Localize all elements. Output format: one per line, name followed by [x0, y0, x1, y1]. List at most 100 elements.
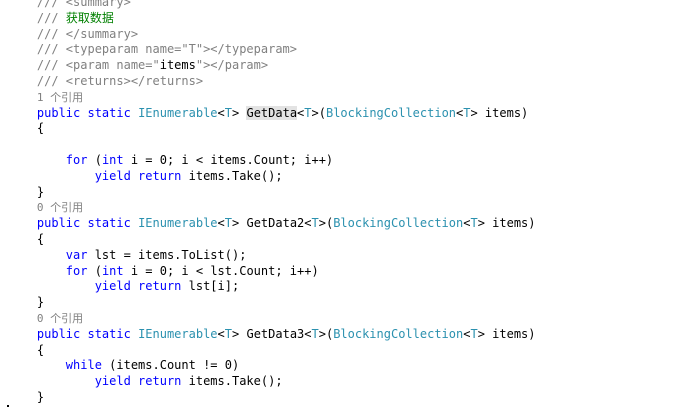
code-token: public static: [36, 216, 139, 231]
code-token: {: [8, 342, 45, 357]
code-line[interactable]: public static IEnumerable<T> GetData2<T>…: [0, 215, 673, 231]
code-line[interactable]: /// <typeparam name="T"></typeparam>: [0, 41, 673, 57]
code-token: ///: [36, 10, 66, 25]
code-token: }: [8, 295, 45, 310]
code-token: "></param>: [195, 58, 269, 73]
code-line[interactable]: /// </summary>: [0, 26, 673, 42]
code-token: items: [159, 58, 196, 73]
code-line[interactable]: public static IEnumerable<T> GetData3<T>…: [0, 326, 673, 342]
code-line[interactable]: /// <summary>: [0, 0, 673, 10]
code-token: > GetData2<: [232, 216, 312, 231]
code-token: items.Take();: [181, 168, 283, 183]
code-token: <: [217, 326, 225, 341]
code-line[interactable]: 1 个引用: [0, 89, 673, 105]
code-token: T: [224, 216, 233, 231]
code-line[interactable]: }: [0, 389, 673, 405]
codelens-reference-count[interactable]: 1 个引用: [36, 90, 84, 104]
code-line[interactable]: while (items.Count != 0): [0, 357, 673, 373]
code-line[interactable]: /// <param name="items"></param>: [0, 57, 673, 73]
code-token: [8, 42, 37, 56]
codelens-reference-count[interactable]: 0 个引用: [36, 312, 84, 325]
code-token: yield return: [94, 374, 182, 389]
code-token: BlockingCollection: [333, 216, 464, 231]
code-token: [8, 0, 37, 9]
code-line[interactable]: {: [0, 120, 673, 136]
code-token: <: [456, 105, 464, 120]
code-token: [8, 200, 37, 214]
code-line[interactable]: for (int i = 0; i < items.Count; i++): [0, 152, 673, 168]
code-token: T: [311, 326, 319, 341]
code-token: [8, 27, 37, 41]
code-token: T: [470, 216, 478, 231]
code-token: }: [8, 390, 45, 404]
code-token: /// <typeparam name="T"></typeparam>: [36, 42, 297, 57]
code-token: 获取数据: [65, 10, 114, 25]
code-token: >(: [318, 326, 334, 341]
code-token: /// <param name=": [36, 58, 160, 73]
code-token: [8, 90, 37, 104]
code-token: GetData: [246, 105, 298, 120]
code-token: var: [65, 247, 88, 262]
code-token: <: [463, 326, 471, 341]
code-line[interactable]: }: [0, 294, 673, 310]
code-token: T: [311, 216, 319, 231]
code-token: BlockingCollection: [325, 105, 457, 120]
code-token: >(: [311, 105, 326, 120]
code-token: [8, 169, 95, 183]
code-line[interactable]: }: [0, 184, 673, 200]
code-token: IEnumerable: [138, 216, 218, 231]
code-token: int: [101, 153, 124, 167]
code-line[interactable]: /// <returns></returns>: [0, 73, 673, 89]
code-line[interactable]: {: [0, 231, 673, 247]
code-token: >: [232, 105, 247, 120]
code-token: T: [463, 105, 471, 120]
code-token: (items.Count != 0): [101, 358, 240, 373]
code-line[interactable]: 0 个引用: [0, 310, 673, 326]
code-line[interactable]: 0 个引用: [0, 199, 673, 215]
code-token: int: [101, 263, 124, 278]
code-token: [8, 106, 37, 120]
code-token: /// <summary>: [36, 0, 131, 9]
code-token: T: [470, 326, 478, 341]
code-token: T: [304, 105, 312, 120]
code-token: [8, 264, 66, 278]
code-token: yield return: [94, 279, 182, 294]
code-token: }: [8, 184, 45, 199]
codelens-reference-count[interactable]: 0 个引用: [36, 201, 84, 215]
code-token: [8, 58, 37, 72]
code-token: > items): [477, 326, 536, 341]
code-token: > items): [477, 216, 536, 231]
code-token: yield return: [94, 168, 182, 183]
code-token: /// </summary>: [36, 26, 139, 41]
code-line[interactable]: yield return lst[i];: [0, 278, 673, 294]
code-token: [8, 279, 95, 293]
code-token: [8, 327, 37, 341]
code-token: (: [87, 263, 102, 278]
code-token: lst[i];: [181, 279, 240, 294]
code-line[interactable]: yield return items.Take();: [0, 373, 673, 389]
code-token: IEnumerable: [138, 326, 218, 341]
code-token: [8, 153, 66, 167]
code-line[interactable]: var lst = items.ToList();: [0, 247, 673, 263]
code-token: <: [217, 105, 225, 120]
code-token: T: [224, 326, 233, 341]
code-token: /// <returns></returns>: [36, 74, 204, 88]
code-line[interactable]: for (int i = 0; i < lst.Count; i++): [0, 263, 673, 279]
code-token: <: [217, 216, 225, 231]
code-line[interactable]: yield return items.Take();: [0, 168, 673, 184]
code-token: IEnumerable: [138, 105, 218, 120]
code-token: BlockingCollection: [333, 326, 464, 341]
code-token: i = 0; i < lst.Count; i++): [123, 263, 319, 278]
code-token: public static: [36, 326, 139, 341]
code-line[interactable]: /// 获取数据: [0, 10, 673, 26]
code-token: for: [65, 263, 88, 278]
code-line[interactable]: public static IEnumerable<T> GetData<T>(…: [0, 105, 673, 121]
code-token: {: [8, 232, 45, 246]
code-token: <: [463, 216, 471, 231]
code-line[interactable]: [0, 136, 673, 152]
code-token: [8, 374, 95, 388]
code-token: for: [65, 153, 88, 167]
code-token: >(: [318, 216, 334, 231]
code-line[interactable]: {: [0, 342, 673, 358]
